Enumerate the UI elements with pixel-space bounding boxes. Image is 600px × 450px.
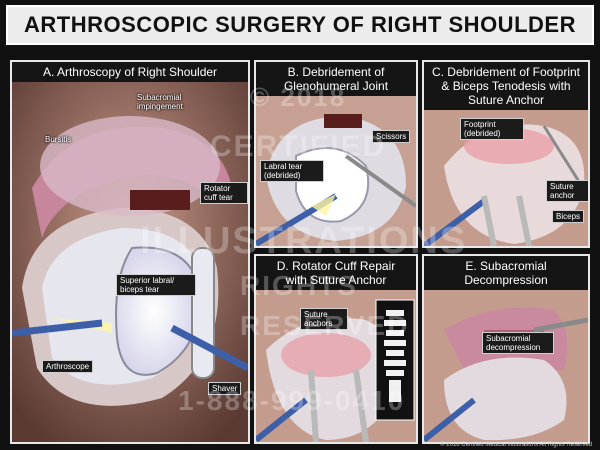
panel-e-heading: E. Subacromial Decompression <box>424 256 588 290</box>
panel-c-heading: C. Debridement of Footprint & Biceps Ten… <box>424 62 588 110</box>
label-superior-labral-tear: Superior labral/ biceps tear <box>116 274 196 296</box>
panel-d-illustration <box>256 290 416 442</box>
panel-a: A. Arthroscopy of Right Shoulder Bursiti… <box>10 60 250 444</box>
label-footprint-debrided: Footprint (debrided) <box>460 118 524 140</box>
panel-d: D. Rotator Cuff Repair with Suture Ancho… <box>254 254 418 444</box>
label-labral-tear-debrided: Labral tear (debrided) <box>260 160 324 182</box>
label-suture-anchors: Suture anchors <box>300 308 348 330</box>
title-bar: ARTHROSCOPIC SURGERY OF RIGHT SHOULDER <box>6 5 594 45</box>
panel-e: E. Subacromial Decompression Subacromial… <box>422 254 590 444</box>
panel-d-heading: D. Rotator Cuff Repair with Suture Ancho… <box>256 256 416 290</box>
label-scissors: Scissors <box>372 130 411 143</box>
page-title: ARTHROSCOPIC SURGERY OF RIGHT SHOULDER <box>24 12 576 37</box>
label-subacromial-impingement: Subacromial impingement <box>137 93 183 111</box>
panel-e-illustration <box>424 290 588 442</box>
label-arthroscope: Arthroscope <box>42 360 94 373</box>
label-rotator-cuff-tear: Rotator cuff tear <box>200 182 248 204</box>
label-suture-anchor: Suture anchor <box>546 180 588 202</box>
panel-a-heading: A. Arthroscopy of Right Shoulder <box>12 62 248 82</box>
panel-b-heading: B. Debridement of Glenohumeral Joint <box>256 62 416 96</box>
copyright-text: © 2018 Certified Medical Illustrations A… <box>440 442 592 448</box>
label-bursitis: Bursitis <box>45 135 72 144</box>
label-shaver: Shaver <box>208 382 242 395</box>
label-subacromial-decompression: Subacromial decompression <box>482 332 554 354</box>
panel-b: B. Debridement of Glenohumeral Joint Sci… <box>254 60 418 248</box>
label-biceps: Biceps <box>552 210 585 223</box>
panel-c: C. Debridement of Footprint & Biceps Ten… <box>422 60 590 248</box>
